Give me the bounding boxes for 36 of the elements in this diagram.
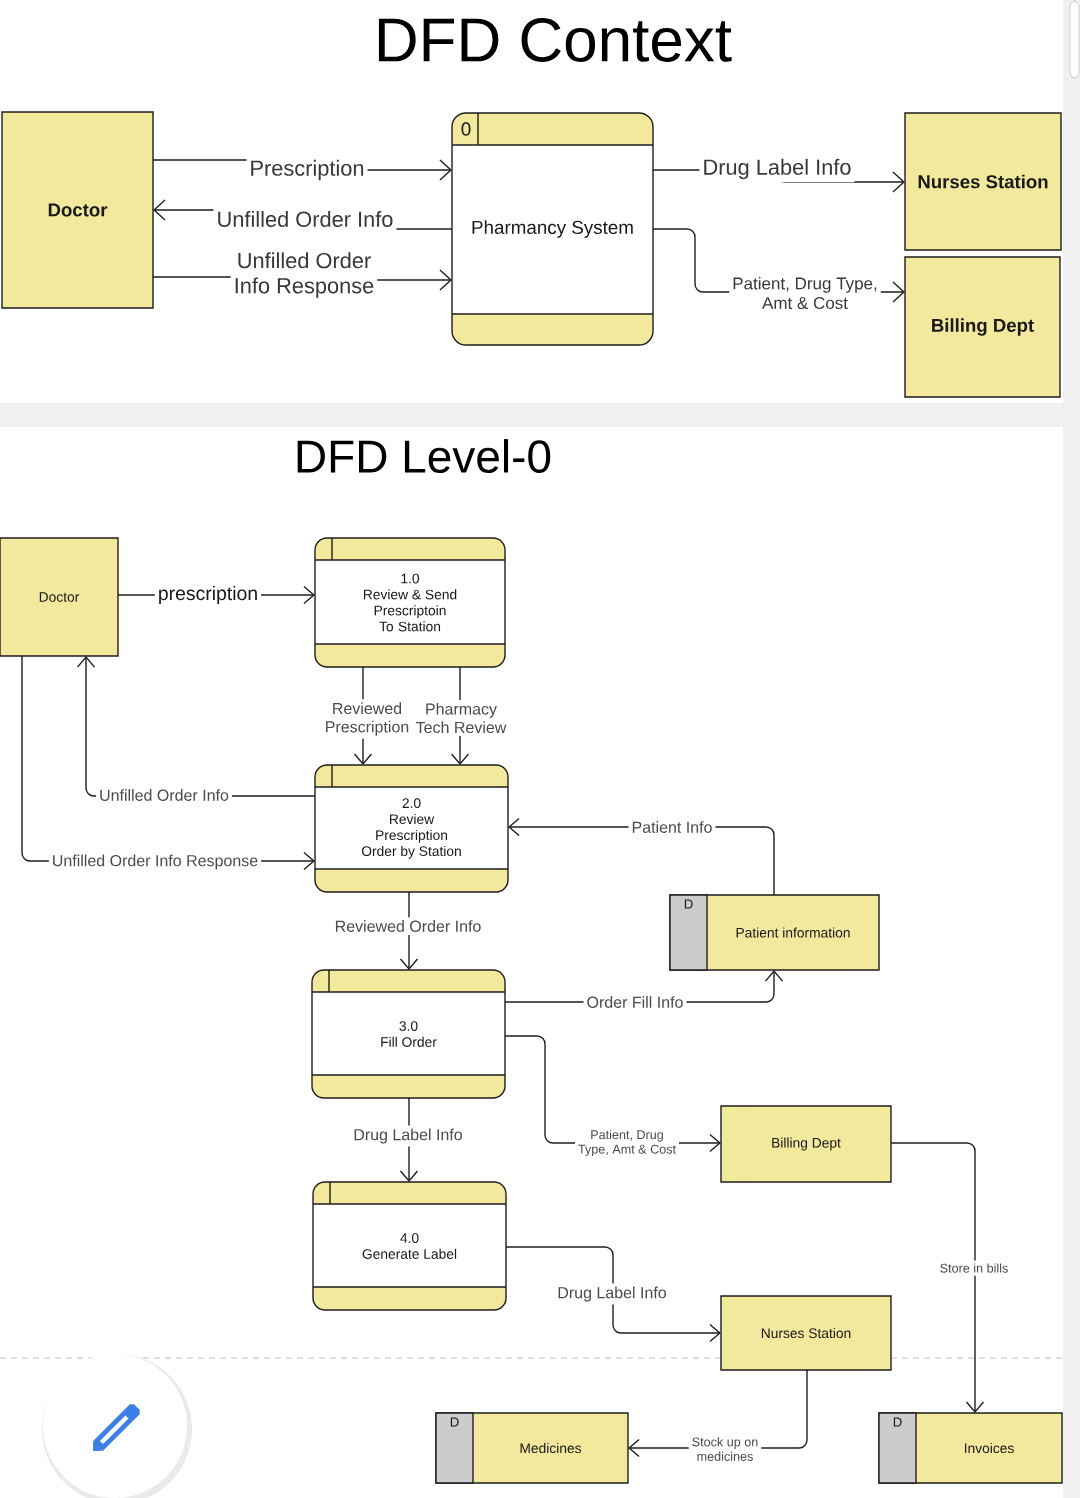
- external-entity: Billing Dept: [904, 256, 1061, 398]
- edge-label: Reviewed Prescription: [321, 699, 413, 739]
- edge-label: Unfilled Order Info: [213, 208, 397, 230]
- edge-label: Patient Info: [628, 818, 716, 836]
- edge-label: Unfilled Order Info Response: [48, 851, 262, 873]
- process-box: 3.0 Fill Order: [311, 969, 506, 1099]
- edge-label: Stock up on medicines: [688, 1434, 762, 1464]
- edge-label: prescription: [154, 582, 262, 608]
- edge-label: Unfilled Order Info Response: [230, 249, 378, 301]
- diagram-title: DFD Context: [378, 18, 732, 62]
- edge-label: Pharmacy Tech Review: [412, 699, 510, 737]
- section-heading: DFD Level-0: [297, 439, 551, 473]
- store-id: D: [893, 1417, 902, 1427]
- edge-label: Reviewed Order Info: [331, 917, 485, 935]
- external-entity: Doctor: [1, 111, 154, 309]
- store-id: D: [684, 899, 693, 909]
- external-entity: Billing Dept: [720, 1105, 892, 1183]
- flow-arrow: [505, 1246, 721, 1343]
- flow-arrow: [890, 1142, 985, 1413]
- edge-label: Order Fill Info: [583, 993, 687, 1011]
- edge-label: Unfilled Order Info: [96, 786, 232, 804]
- process-box: 1.0 Review & Send Prescriptoin To Station: [314, 537, 506, 668]
- external-entity: Nurses Station: [720, 1295, 892, 1371]
- external-entity: Doctor: [0, 537, 119, 657]
- edge-label: Store in bills: [936, 1260, 1012, 1276]
- edge-label: Drug Label Info: [350, 1125, 466, 1147]
- external-entity: Nurses Station: [904, 112, 1062, 251]
- edge-label: Patient, Drug Type, Amt & Cost: [729, 274, 881, 312]
- edge-label: Prescription: [246, 156, 368, 184]
- edge-label: Drug Label Info: [554, 1283, 670, 1305]
- process-box: 4.0 Generate Label: [312, 1181, 507, 1311]
- process-box: 2.0 Review Prescription Order by Station: [314, 764, 509, 893]
- store-id: D: [450, 1417, 459, 1427]
- edge-label: Patient, Drug Type, Amt & Cost: [575, 1126, 679, 1160]
- process-number: 0: [461, 122, 471, 136]
- edge-label: Drug Label Info: [699, 155, 855, 183]
